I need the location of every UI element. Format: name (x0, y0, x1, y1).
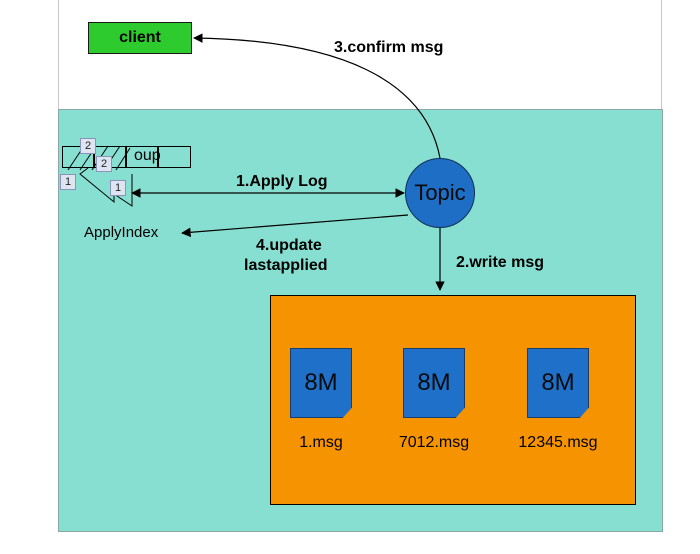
step-apply-log: 1.Apply Log (236, 173, 328, 190)
file-name: 12345.msg (518, 434, 598, 451)
file-size: 8M (417, 369, 451, 396)
file-size: 8M (304, 369, 338, 396)
file-name: 7012.msg (398, 434, 470, 451)
log-marker: 2 (80, 138, 96, 154)
log-cell (158, 146, 191, 168)
log-cell (126, 146, 158, 168)
file-size: 8M (541, 369, 575, 396)
topic-node: Topic (405, 158, 475, 228)
file-icon: 8M (403, 348, 465, 418)
step-update-line2: lastapplied (244, 257, 328, 274)
message-file: 8M (290, 348, 352, 418)
topic-label: Topic (414, 180, 466, 205)
log-marker: 1 (110, 180, 126, 196)
log-cell (62, 146, 94, 168)
message-file: 8M (527, 348, 589, 418)
step-write-msg: 2.write msg (456, 254, 545, 271)
client-label: client (119, 29, 161, 46)
update-arrow (181, 214, 409, 238)
log-marker: 2 (96, 156, 112, 172)
log-hatching (67, 145, 133, 207)
client-node: client (88, 22, 192, 54)
file-name: 1.msg (299, 434, 343, 451)
group-label: oup (134, 147, 161, 164)
log-marker: 1 (60, 174, 76, 190)
apply-index-label: ApplyIndex (84, 224, 159, 241)
step-update-line1: 4.update (256, 237, 322, 254)
file-icon: 8M (527, 348, 589, 418)
upper-area-border (58, 0, 662, 110)
group-log-widget: oup 2 2 1 1 (60, 130, 200, 220)
file-icon: 8M (290, 348, 352, 418)
step-confirm-msg: 3.confirm msg (334, 39, 444, 56)
confirm-arrow (193, 33, 441, 159)
message-file: 8M (403, 348, 465, 418)
